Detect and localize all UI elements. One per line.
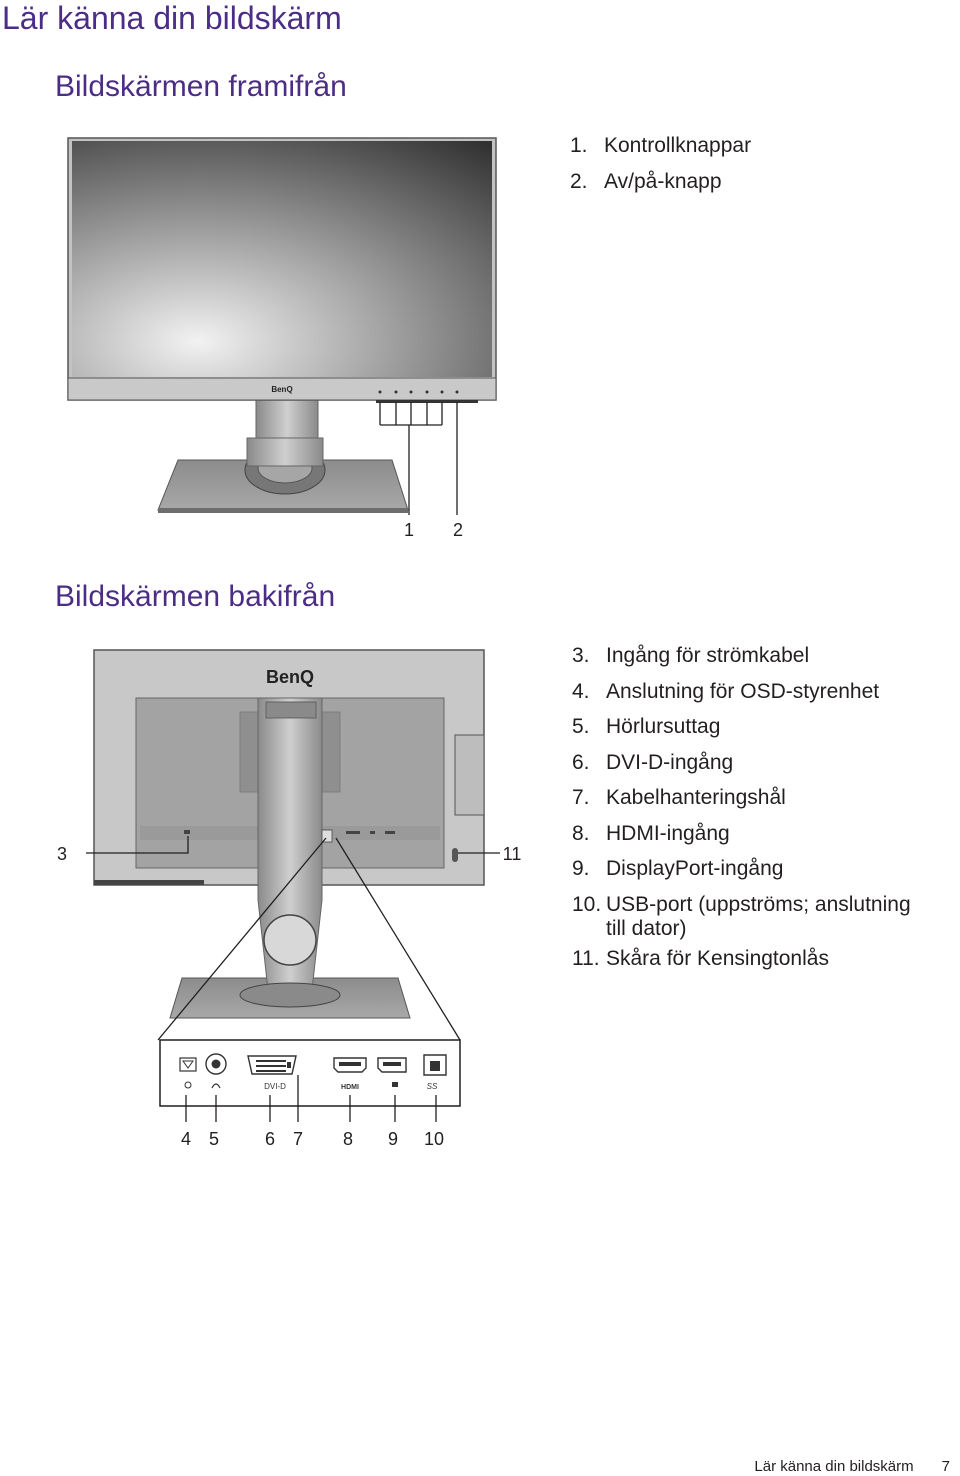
list-item: 10.USB-port (uppströms; anslutning till … [572,892,911,940]
back-view-heading: Bildskärmen bakifrån [55,580,336,613]
back-logo: BenQ [266,667,314,687]
callout-4: 4 [181,1129,191,1149]
callout-8: 8 [343,1129,353,1149]
list-item: 11.Skåra för Kensingtonlås [572,946,829,970]
list-item: 6.DVI-D-ingång [572,750,734,774]
list-item: 8.HDMI-ingång [572,821,730,845]
back-parts-list: 3.Ingång för strömkabel 4.Anslutning för… [572,638,926,976]
list-item: 5.Hörlursuttag [572,715,721,738]
list-item: 3.Ingång för strömkabel [572,644,810,667]
front-parts-list: 1.Kontrollknappar 2.Av/på-knapp [570,128,751,199]
callout-9: 9 [388,1129,398,1149]
list-item: 7.Kabelhanteringshål [572,786,786,809]
callout-3: 3 [57,844,67,864]
callout-5: 5 [209,1129,219,1149]
callout-1: 1 [404,520,414,540]
callout-7: 7 [293,1129,303,1149]
footer-title: Lär känna din bildskärm [754,1458,914,1475]
callout-2: 2 [453,520,463,540]
page-title: Lär känna din bildskärm [2,0,342,36]
list-item: 4.Anslutning för OSD-styrenhet [572,679,880,703]
back-monitor: BenQ [86,649,500,1041]
list-item: 9.DisplayPort-ingång [572,857,784,880]
dvi-port-label: DVI-D [264,1082,286,1091]
callout-10: 10 [424,1129,444,1149]
page-number: 7 [941,1458,950,1475]
list-item: 1.Kontrollknappar [570,134,752,157]
port-panel-zoom: DVI-D HDMI SS [159,1039,461,1122]
hdmi-port-label: HDMI [341,1084,359,1091]
usb-port-label: SS [427,1082,438,1091]
page-footer: Lär känna din bildskärm 7 [726,1458,950,1475]
list-item: 2.Av/på-knapp [570,169,722,193]
callout-11: 11 [503,844,522,864]
front-monitor: BenQ [67,137,497,515]
front-view-heading: Bildskärmen framifrån [55,70,347,103]
front-logo: BenQ [271,385,292,394]
callout-6: 6 [265,1129,275,1149]
